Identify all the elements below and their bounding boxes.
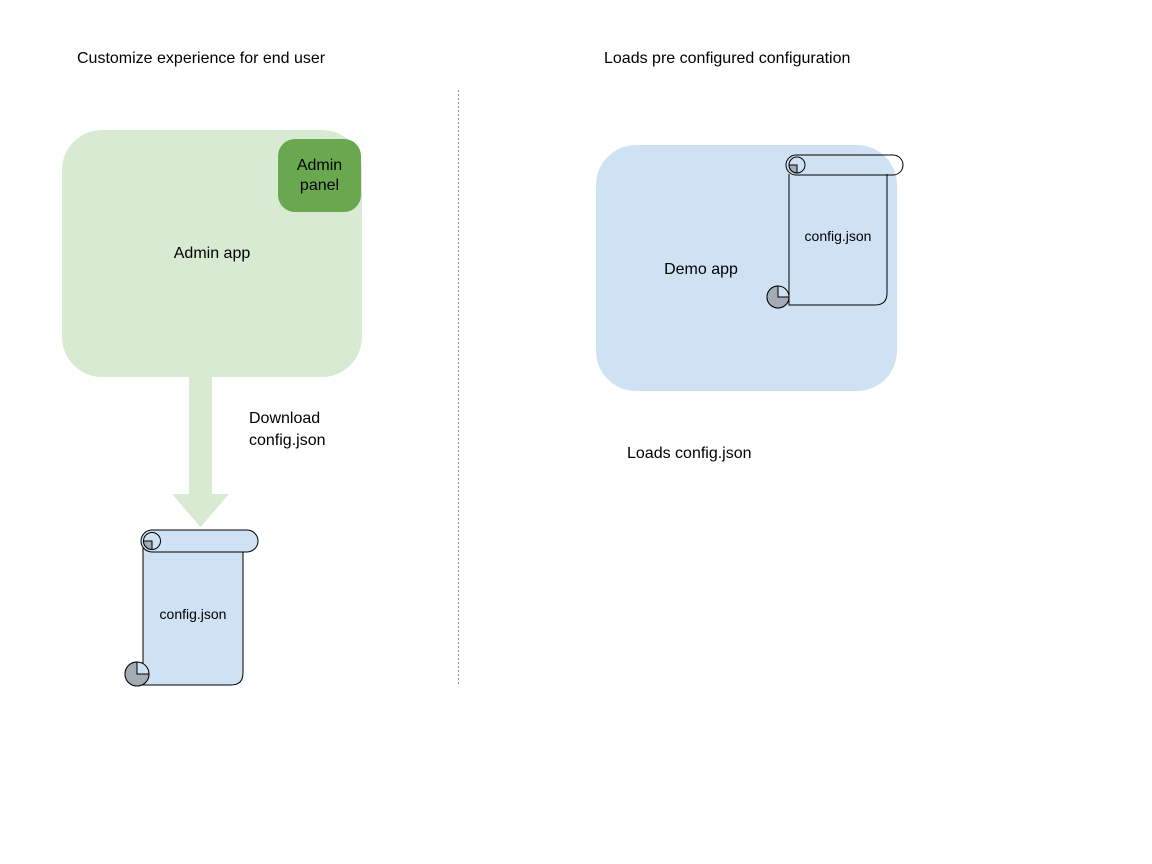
section-divider: [458, 90, 459, 686]
scroll-body: [788, 174, 888, 306]
download-arrow-icon: [172, 377, 229, 527]
scroll-bottom-curl-shade: [124, 661, 150, 687]
config-file-scroll-left: [124, 529, 259, 687]
scroll-top-roll: [140, 529, 259, 553]
scroll-top-spiral-shade: [142, 540, 153, 551]
scroll-bottom-curl-shade: [766, 285, 790, 309]
scroll-body: [142, 540, 244, 686]
config-file-label-right: config.json: [804, 228, 872, 244]
admin-panel-badge: Admin panel: [278, 139, 361, 212]
demo-app-box: [596, 145, 897, 391]
config-file-label-left: config.json: [159, 606, 227, 622]
loads-config-caption: Loads config.json: [627, 445, 752, 462]
demo-app-label: Demo app: [664, 261, 738, 278]
download-label-line2: config.json: [249, 432, 326, 449]
admin-panel-label-line2: panel: [299, 176, 340, 194]
config-file-scroll-right: [766, 154, 904, 309]
download-label: Download config.json: [249, 408, 326, 452]
admin-app-label: Admin app: [173, 245, 251, 262]
download-arrow-shape: [172, 377, 229, 527]
admin-panel-label-line1: Admin: [296, 156, 343, 174]
download-label-line1: Download: [249, 410, 321, 427]
scroll-top-roll: [785, 154, 904, 176]
scroll-top-spiral-shade: [788, 164, 798, 174]
right-section-title: Loads pre configured configuration: [604, 50, 851, 67]
left-section-title: Customize experience for end user: [77, 50, 326, 67]
